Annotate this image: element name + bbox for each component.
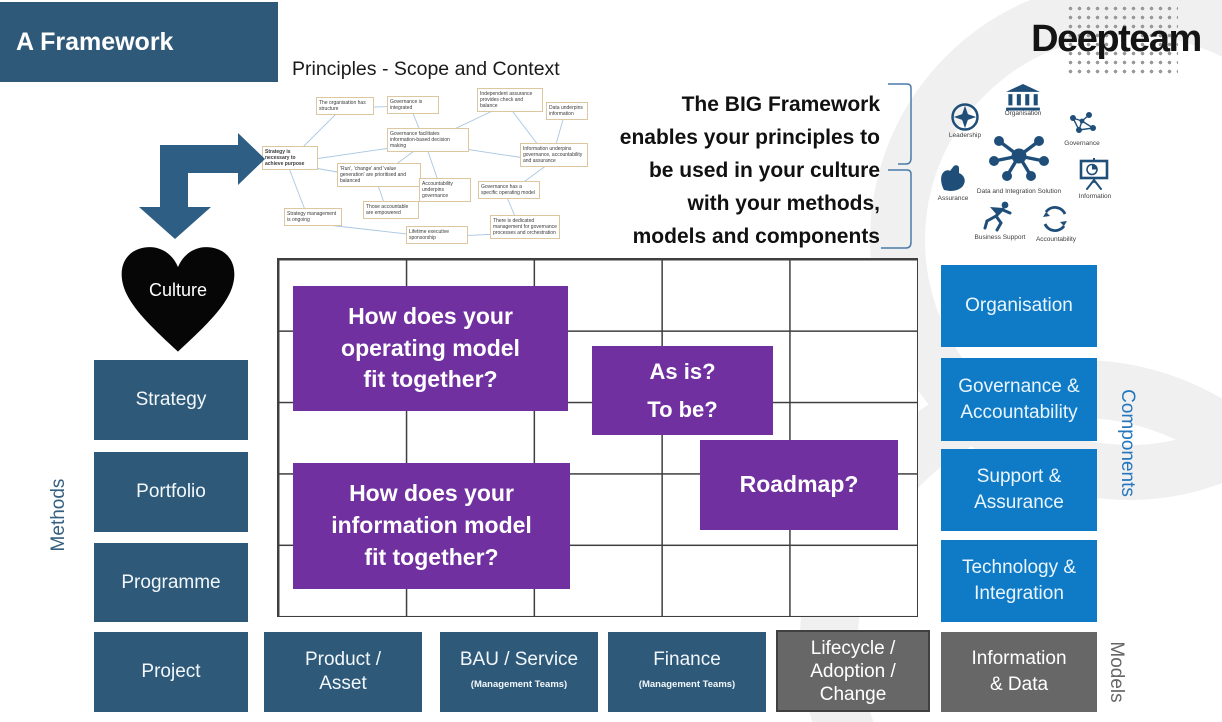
business-support-icon-label: Business Support bbox=[974, 234, 1026, 241]
principle-node: Governance facilitates information-based… bbox=[387, 128, 469, 152]
component-label: Governance & bbox=[958, 375, 1080, 397]
assurance-icon bbox=[941, 165, 965, 191]
governance-icon bbox=[1070, 112, 1096, 133]
question-line: information model bbox=[331, 512, 532, 539]
method-label: Strategy bbox=[135, 389, 207, 410]
question-line: How does your bbox=[348, 302, 513, 329]
bottom-box-bau-service: BAU / Service (Management Teams) bbox=[440, 632, 598, 712]
components-axis-label: Components bbox=[1117, 389, 1138, 497]
component-box-governance-accountability: Governance & Accountability bbox=[941, 358, 1097, 441]
big-message-line: with your methods, bbox=[687, 192, 880, 215]
question-operating-model: How does your operating model fit togeth… bbox=[293, 286, 568, 411]
bottom-box-label: Information bbox=[971, 648, 1067, 669]
principle-node: Those accountable are empowered bbox=[363, 201, 419, 219]
question-line: To be? bbox=[647, 396, 718, 422]
principle-node: Strategy management is ongoing bbox=[284, 208, 342, 226]
logo: Deepteam bbox=[1014, 18, 1218, 61]
component-box-technology-integration: Technology & Integration bbox=[941, 540, 1097, 622]
question-information-model: How does your information model fit toge… bbox=[293, 463, 570, 589]
question-line: Roadmap? bbox=[739, 471, 859, 498]
principle-node: Governance is integrated bbox=[387, 96, 439, 114]
method-box-portfolio: Portfolio bbox=[94, 452, 248, 532]
component-label: Accountability bbox=[960, 401, 1078, 423]
question-line: fit together? bbox=[363, 366, 498, 393]
methods-axis-label: Methods bbox=[48, 478, 69, 552]
bottom-box-label: Finance bbox=[653, 648, 721, 670]
grouping-brackets bbox=[881, 83, 912, 249]
information-icon bbox=[1079, 158, 1109, 190]
method-label: Portfolio bbox=[136, 481, 206, 502]
leadership-icon bbox=[951, 103, 979, 131]
question-line: As is? bbox=[649, 359, 716, 385]
models-axis-label: Models bbox=[1106, 641, 1127, 703]
accountability-icon-label: Accountability bbox=[1035, 236, 1077, 243]
principles-diagram: Strategy is necessary to achieve purpose… bbox=[255, 85, 595, 255]
bottom-box-label: Lifecycle / bbox=[810, 637, 896, 659]
business-support-icon bbox=[983, 201, 1012, 232]
bottom-box-label: Product / bbox=[304, 649, 382, 670]
component-label: Assurance bbox=[974, 492, 1064, 513]
bottom-box-finance: Finance (Management Teams) bbox=[608, 632, 766, 712]
data-integration-icon-label: Data and Integration Solution bbox=[976, 188, 1062, 195]
principle-node: Lifetime executive sponsorship bbox=[406, 226, 468, 244]
assurance-icon-label: Assurance bbox=[937, 195, 969, 202]
bottom-box-information-data: Information & Data bbox=[941, 632, 1097, 712]
component-box-support-assurance: Support & Assurance bbox=[941, 449, 1097, 531]
bottom-box-sublabel: (Management Teams) bbox=[638, 678, 736, 690]
component-label: Integration bbox=[974, 583, 1064, 604]
bottom-box-product-asset: Product / Asset bbox=[264, 632, 422, 712]
question-roadmap: Roadmap? bbox=[700, 440, 898, 530]
principle-node: Independent assurance provides check and… bbox=[477, 88, 543, 112]
leadership-icon-label: Leadership bbox=[948, 132, 982, 139]
big-message-line: The BIG Framework bbox=[681, 93, 880, 116]
principles-section-label: Principles - Scope and Context bbox=[292, 58, 560, 80]
bottom-box-lifecycle: Lifecycle / Adoption / Change bbox=[776, 630, 930, 712]
governance-icon-label: Governance bbox=[1064, 140, 1100, 147]
principle-node: Governance has a specific operating mode… bbox=[478, 181, 540, 199]
accountability-icon bbox=[1043, 206, 1067, 232]
bottom-box-sublabel: (Management Teams) bbox=[470, 678, 568, 690]
big-message-line: models and components bbox=[632, 225, 880, 248]
bottom-box-label: & Data bbox=[989, 674, 1049, 695]
bottom-box-label: BAU / Service bbox=[459, 648, 579, 670]
big-framework-message: The BIG Framework enables your principle… bbox=[560, 88, 880, 253]
header-bar: A Framework bbox=[0, 2, 278, 82]
information-icon-label: Information bbox=[1078, 193, 1112, 200]
question-asis-tobe: As is? To be? bbox=[592, 346, 773, 435]
method-box-programme: Programme bbox=[94, 543, 248, 622]
component-label: Technology & bbox=[961, 557, 1077, 578]
bottom-box-label: Adoption / bbox=[810, 660, 896, 682]
method-label: Project bbox=[141, 661, 201, 682]
method-box-project: Project bbox=[94, 632, 248, 712]
page-title: A Framework bbox=[16, 27, 174, 56]
logo-text: Deepteam bbox=[1031, 18, 1202, 60]
data-integration-icon bbox=[989, 136, 1049, 181]
principle-node: Data underpins information bbox=[546, 102, 588, 120]
logo-dot-pattern bbox=[1066, 4, 1178, 76]
principle-node: 'Run', 'change' and 'value generation' a… bbox=[337, 163, 421, 187]
big-message-line: enables your principles to bbox=[619, 126, 880, 149]
bent-arrow bbox=[139, 133, 265, 239]
culture-label: Culture bbox=[148, 280, 208, 300]
principle-node: Accountability underpins governance bbox=[419, 178, 471, 202]
organisation-icon-label: Organisation bbox=[1004, 110, 1042, 117]
bottom-box-label: Change bbox=[819, 683, 887, 705]
component-label: Organisation bbox=[965, 295, 1073, 316]
component-label: Support & bbox=[976, 466, 1062, 487]
big-message-line: be used in your culture bbox=[648, 159, 880, 182]
method-label: Programme bbox=[121, 571, 221, 593]
culture-heart: Culture bbox=[118, 246, 238, 354]
question-line: fit together? bbox=[364, 543, 499, 570]
organisation-icon bbox=[1006, 84, 1040, 111]
principle-node: The organisation has structure bbox=[316, 97, 374, 115]
component-box-organisation: Organisation bbox=[941, 265, 1097, 347]
principle-node: Strategy is necessary to achieve purpose bbox=[262, 146, 318, 170]
question-line: operating model bbox=[341, 334, 520, 361]
bottom-box-label: Asset bbox=[319, 673, 367, 694]
method-box-strategy: Strategy bbox=[94, 360, 248, 440]
principle-node: Information underpins governance, accoun… bbox=[520, 143, 588, 167]
principle-node: There is dedicated management for govern… bbox=[490, 215, 560, 239]
heart-icon bbox=[121, 247, 235, 352]
question-line: How does your bbox=[349, 480, 514, 507]
